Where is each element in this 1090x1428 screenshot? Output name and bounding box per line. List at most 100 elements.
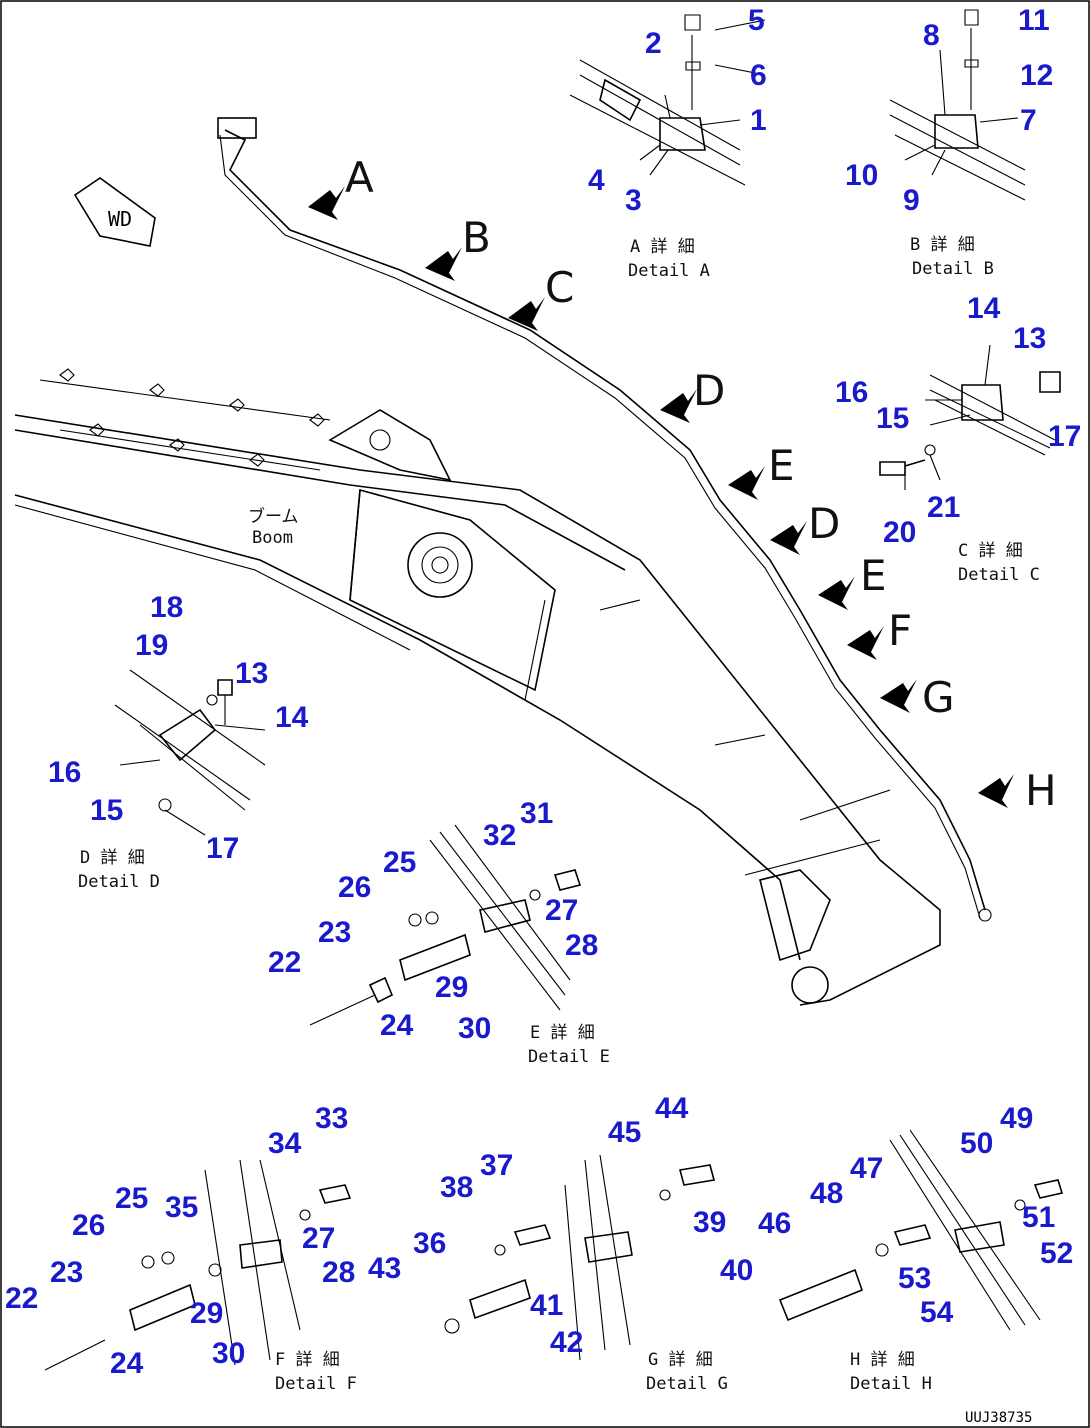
callout-7: 7	[1020, 104, 1037, 137]
callout-19: 19	[135, 629, 168, 662]
boom-label-jp: ブーム	[248, 506, 299, 527]
callout-8: 8	[923, 19, 940, 52]
callout-47: 47	[850, 1152, 883, 1185]
callout-27b: 27	[302, 1222, 335, 1255]
callout-43: 43	[368, 1252, 401, 1285]
view-letter-c: C	[545, 263, 574, 312]
callout-2: 2	[645, 27, 662, 60]
view-arrows	[308, 186, 1014, 808]
wd-mark-text: WD	[108, 207, 132, 231]
callout-23: 23	[318, 916, 351, 949]
callout-17b: 17	[206, 832, 239, 865]
detail-b-caption-en: Detail B	[912, 259, 994, 279]
callout-38: 38	[440, 1171, 473, 1204]
callout-18: 18	[150, 591, 183, 624]
callout-24: 24	[380, 1009, 414, 1042]
callout-11: 11	[1018, 4, 1050, 37]
callout-3: 3	[625, 184, 642, 217]
detail-a-drawing	[569, 14, 766, 186]
callout-10: 10	[845, 159, 878, 192]
callout-30b: 30	[212, 1337, 245, 1370]
view-letter-f: F	[888, 606, 912, 655]
detail-g-caption-jp: G 詳 細	[648, 1350, 713, 1370]
view-letter-d2: D	[808, 499, 840, 548]
callout-42: 42	[550, 1326, 583, 1359]
callout-28b: 28	[322, 1256, 355, 1289]
detail-f-caption-en: Detail F	[275, 1374, 357, 1394]
callout-14: 14	[967, 292, 1001, 325]
boom-structure	[14, 368, 941, 1006]
callout-25b: 25	[115, 1182, 148, 1215]
callout-22b: 22	[5, 1282, 38, 1315]
detail-g-caption-en: Detail G	[646, 1374, 728, 1394]
callout-22: 22	[268, 946, 301, 979]
detail-d-drawing	[114, 669, 266, 836]
callout-13: 13	[1013, 322, 1046, 355]
detail-e-drawing	[309, 824, 582, 1026]
callout-13b: 13	[235, 657, 268, 690]
detail-c-caption-jp: C 詳 細	[958, 541, 1023, 561]
view-letter-a: A	[345, 153, 374, 202]
callout-14b: 14	[275, 701, 309, 734]
callout-21: 21	[927, 491, 960, 524]
detail-d-caption-en: Detail D	[78, 872, 160, 892]
callout-41: 41	[530, 1289, 563, 1322]
detail-f-drawing	[44, 1159, 352, 1371]
drawing-code: UUJ38735	[965, 1410, 1032, 1426]
callout-12: 12	[1020, 59, 1053, 92]
callout-20: 20	[883, 516, 916, 549]
callout-40: 40	[720, 1254, 753, 1287]
callout-29: 29	[435, 971, 468, 1004]
callout-37: 37	[480, 1149, 513, 1182]
callout-4: 4	[588, 164, 605, 197]
detail-b-drawing	[889, 9, 1026, 201]
callout-28: 28	[565, 929, 598, 962]
callout-49: 49	[1000, 1102, 1033, 1135]
boom-label-en: Boom	[252, 528, 293, 548]
callout-9: 9	[903, 184, 920, 217]
detail-h-drawing	[778, 1129, 1064, 1331]
detail-a-caption-en: Detail A	[628, 261, 710, 281]
hose-route	[217, 117, 992, 922]
detail-h-caption-en: Detail H	[850, 1374, 932, 1394]
callout-25: 25	[383, 846, 416, 879]
detail-c-drawing	[879, 344, 1061, 490]
callout-33: 33	[315, 1102, 348, 1135]
callout-50: 50	[960, 1127, 993, 1160]
callout-15: 15	[876, 402, 909, 435]
callout-35: 35	[165, 1191, 198, 1224]
detail-b-caption-jp: B 詳 細	[910, 235, 975, 255]
callout-26: 26	[338, 871, 371, 904]
detail-f-caption-jp: F 詳 細	[275, 1350, 340, 1370]
callout-46: 46	[758, 1207, 791, 1240]
callout-23b: 23	[50, 1256, 83, 1289]
callout-27: 27	[545, 894, 578, 927]
view-letter-e2: E	[860, 551, 887, 600]
callout-36: 36	[413, 1227, 446, 1260]
callout-6: 6	[750, 59, 767, 92]
callout-31: 31	[520, 797, 553, 830]
view-letter-h: H	[1025, 766, 1057, 815]
callout-48: 48	[810, 1177, 843, 1210]
detail-e-caption-en: Detail E	[528, 1047, 610, 1067]
view-letter-b: B	[462, 213, 491, 262]
callout-15b: 15	[90, 794, 123, 827]
callout-16b: 16	[48, 756, 81, 789]
callout-26b: 26	[72, 1209, 105, 1242]
callout-24b: 24	[110, 1347, 144, 1380]
callout-5: 5	[748, 4, 765, 37]
callout-39: 39	[693, 1206, 726, 1239]
callout-44: 44	[655, 1092, 689, 1125]
callout-51: 51	[1022, 1201, 1055, 1234]
callout-53: 53	[898, 1262, 931, 1295]
callout-34: 34	[268, 1127, 302, 1160]
callout-52: 52	[1040, 1237, 1073, 1270]
callout-45: 45	[608, 1116, 641, 1149]
view-letter-d1: D	[693, 366, 725, 415]
callout-1: 1	[750, 104, 767, 137]
callout-17a: 17	[1048, 420, 1081, 453]
detail-a-caption-jp: A 詳 細	[630, 237, 695, 257]
